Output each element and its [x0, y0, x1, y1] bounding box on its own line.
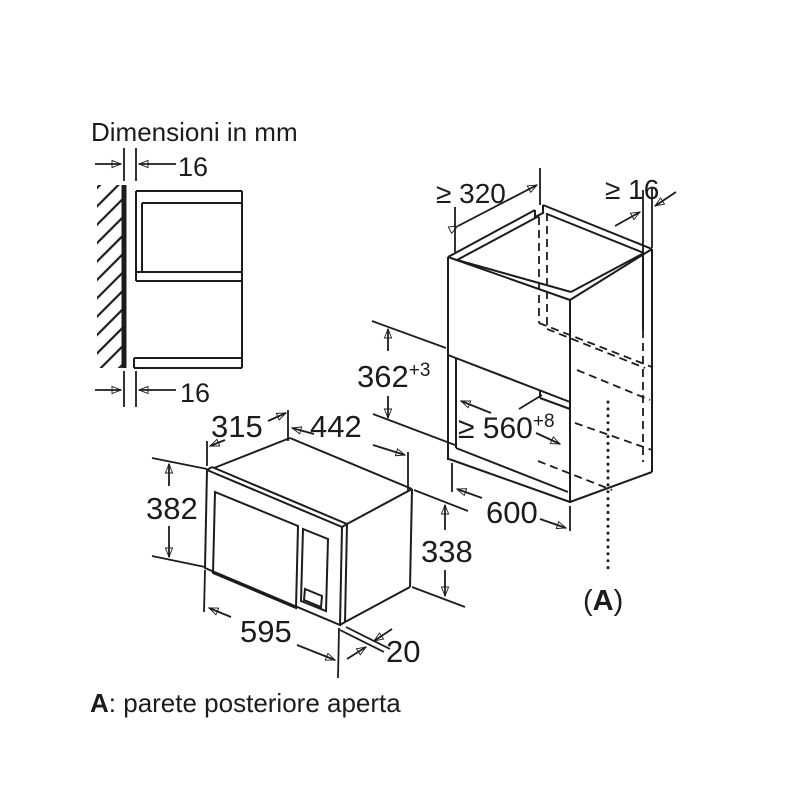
dim-microwave-frame-width: 595 — [203, 569, 340, 679]
cabinet-top-opening-rim — [456, 213, 645, 293]
dim-microwave-frame-width-value: 595 — [240, 614, 292, 649]
microwave-control-panel — [299, 527, 330, 613]
microwave-isometric: 315 442 382 338 595 — [146, 409, 473, 679]
dim-microwave-frame-height: 382 — [146, 457, 208, 568]
footnote: A: parete posteriore aperta — [90, 688, 401, 718]
dim-niche-height: 362+3 — [357, 320, 456, 446]
dim-side-panel-value: ≥ 16 — [605, 174, 659, 205]
dim-microwave-depth-value: 315 — [211, 409, 263, 444]
microwave-display — [302, 587, 324, 609]
page-title: Dimensioni in mm — [91, 117, 298, 147]
dim-wall-gap-top-value: 16 — [178, 152, 208, 182]
dim-microwave-body-height-value: 338 — [421, 534, 473, 569]
open-back-reference: (A) — [583, 400, 623, 617]
dim-wall-gap-bottom: 16 — [95, 371, 210, 408]
open-back-label: (A) — [583, 585, 623, 617]
dim-microwave-depth: 315 — [206, 409, 289, 466]
dim-microwave-body-height: 338 — [411, 489, 473, 608]
dim-cabinet-width-value: 600 — [486, 495, 538, 530]
cabinet-isometric: ≥ 320 ≥ 16 362+3 ≥ 560+8 600 — [357, 168, 677, 617]
cabinet-right-edges — [569, 249, 653, 503]
dim-wall-gap-bottom-value: 16 — [180, 378, 210, 408]
dim-microwave-frame-height-value: 382 — [146, 491, 198, 526]
dim-side-panel: ≥ 16 — [605, 174, 677, 252]
dim-microwave-body-width-value: 442 — [310, 409, 362, 444]
dim-cabinet-width: 600 — [451, 463, 571, 531]
microwave-door-window — [211, 490, 300, 610]
dim-microwave-frame-thickness: 20 — [339, 626, 420, 669]
microwave-body — [213, 437, 413, 623]
dim-microwave-frame-thickness-value: 20 — [386, 634, 420, 669]
niche-floor-edge — [448, 447, 571, 503]
dim-cabinet-depth-value: ≥ 320 — [436, 178, 506, 209]
dim-microwave-body-width: 442 — [290, 409, 409, 491]
dim-cabinet-depth: ≥ 320 — [436, 168, 541, 252]
wall-section-detail: 16 16 — [95, 148, 243, 408]
cabinet-hidden-edges — [537, 213, 653, 491]
dim-niche-height-value: 362+3 — [357, 359, 430, 394]
cabinet-side-profile — [133, 190, 243, 369]
dim-wall-gap-top: 16 — [95, 148, 208, 182]
dim-niche-width: ≥ 560+8 — [458, 394, 562, 445]
dim-niche-width-value: ≥ 560+8 — [458, 411, 555, 445]
microwave-frame-edge-band — [206, 466, 348, 626]
wall-hatch — [97, 185, 122, 368]
